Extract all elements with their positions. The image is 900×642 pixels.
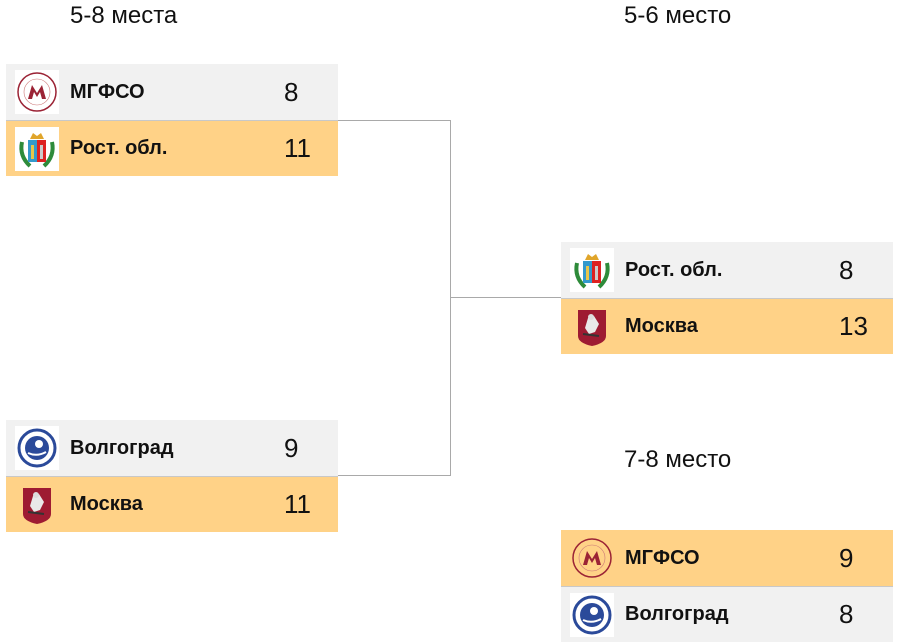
team-score: 8 (839, 254, 854, 285)
stage-title-7-8: 7-8 место (624, 446, 732, 473)
team-score: 8 (839, 599, 854, 629)
team-name: Волгоград (70, 436, 174, 459)
volgograd-logo-icon (15, 426, 59, 470)
bracket-connector (450, 120, 451, 476)
team-row[interactable]: МГФСО 9 (561, 530, 893, 586)
bracket-connector (450, 297, 562, 298)
team-name: МГФСО (625, 546, 700, 569)
stage-title-5-8: 5-8 места (70, 2, 178, 29)
mgfso-logo-icon (15, 70, 59, 114)
team-name: МГФСО (70, 80, 145, 103)
rostov-coat-of-arms-icon (15, 126, 59, 171)
bracket-connector (338, 475, 451, 476)
team-row[interactable]: Волгоград 9 (6, 420, 338, 476)
team-row[interactable]: Рост. обл. 11 (6, 120, 338, 176)
team-score: 9 (839, 542, 854, 573)
match-semi2: Волгоград 9 Москва 11 (6, 420, 338, 532)
team-name: Рост. обл. (70, 137, 168, 159)
team-row[interactable]: Волгоград 8 (561, 586, 893, 642)
team-score: 13 (839, 311, 868, 341)
team-row[interactable]: Москва 13 (561, 298, 893, 354)
volgograd-logo-icon (570, 592, 614, 637)
rostov-coat-of-arms-icon (570, 248, 614, 292)
moscow-coat-of-arms-icon (570, 305, 614, 349)
moscow-coat-of-arms-icon (15, 483, 59, 527)
mgfso-logo-icon (570, 536, 614, 580)
match-final-5-6: Рост. обл. 8 Москва 13 (561, 242, 893, 354)
team-name: Волгоград (625, 603, 729, 625)
team-score: 8 (284, 76, 299, 107)
bracket-connector (338, 120, 451, 121)
team-name: Москва (70, 493, 143, 515)
stage-title-5-6: 5-6 место (624, 2, 732, 29)
team-row[interactable]: МГФСО 8 (6, 64, 338, 120)
team-score: 11 (284, 133, 311, 163)
team-name: Рост. обл. (625, 258, 723, 281)
team-score: 11 (284, 489, 311, 519)
team-row[interactable]: Москва 11 (6, 476, 338, 532)
match-final-7-8: МГФСО 9 Волгоград 8 (561, 530, 893, 642)
match-semi1: МГФСО 8 Рост. обл. 11 (6, 64, 338, 176)
team-score: 9 (284, 432, 299, 463)
team-row[interactable]: Рост. обл. 8 (561, 242, 893, 298)
team-name: Москва (625, 315, 698, 337)
